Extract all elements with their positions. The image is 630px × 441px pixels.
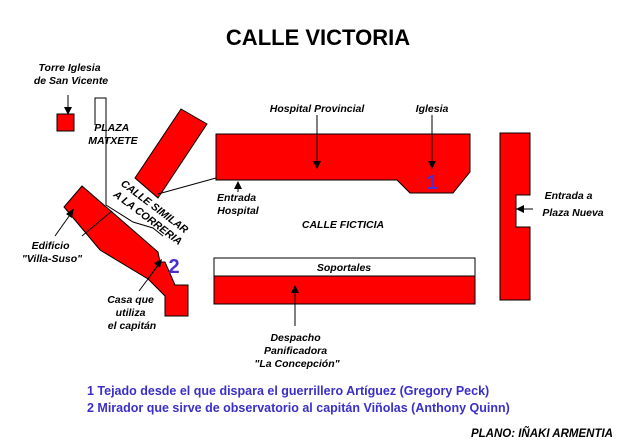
label-entrada-hospital: Entrada Hospital xyxy=(217,192,260,217)
street-edge-hospital xyxy=(157,177,217,195)
tower-building xyxy=(56,113,75,132)
despacho-building xyxy=(213,275,476,305)
arrow-despacho-icon xyxy=(291,285,299,293)
arrow-edificio-icon xyxy=(66,208,74,218)
soportales-arcade xyxy=(213,257,476,277)
map-title: CALLE VICTORIA xyxy=(226,25,410,50)
legend-item-2: 2 Mirador que sirve de observatorio al c… xyxy=(87,401,510,415)
arrow-iglesia-icon xyxy=(428,161,436,169)
arrow-tower-icon xyxy=(64,107,72,115)
label-edificio: Edificio "Villa-Suso" xyxy=(22,240,83,265)
label-plaza-matxete: PLAZA MATXETE xyxy=(88,122,138,147)
label-casa: Casa que utiliza el capitán xyxy=(107,294,157,332)
casa-capitan-building xyxy=(147,261,189,317)
label-despacho: Despacho Panificadora "La Concepción" xyxy=(254,332,340,370)
map-credit: PLANO: IÑAKI ARMENTIA xyxy=(471,427,613,440)
label-soportales: Soportales xyxy=(317,262,371,274)
arrow-hospital-icon xyxy=(313,161,321,169)
legend-item-1: 1 Tejado desde el que dispara el guerril… xyxy=(87,384,489,398)
arrow-entrada-plaza-icon xyxy=(516,205,524,213)
marker-1: 1 xyxy=(426,172,437,194)
label-hospital-provincial: Hospital Provincial xyxy=(270,103,366,115)
label-calle-ficticia: CALLE FICTICIA xyxy=(302,219,384,231)
arrow-casa-icon xyxy=(154,259,162,268)
label-iglesia: Iglesia xyxy=(416,103,449,115)
plaza-matxete-building xyxy=(134,108,208,199)
label-entrada-plaza: Entrada a Plaza Nueva xyxy=(542,190,603,219)
hospital-provincial-building xyxy=(215,133,471,194)
pointer-casa xyxy=(138,262,161,292)
arrow-entrada-hospital-icon xyxy=(234,181,242,189)
plaza-nueva-building xyxy=(499,132,531,301)
label-torre: Torre Iglesia de San Vicente xyxy=(34,62,108,87)
marker-2: 2 xyxy=(168,256,179,278)
street-edge-upper xyxy=(94,97,164,237)
street-edge-lower xyxy=(81,210,113,237)
